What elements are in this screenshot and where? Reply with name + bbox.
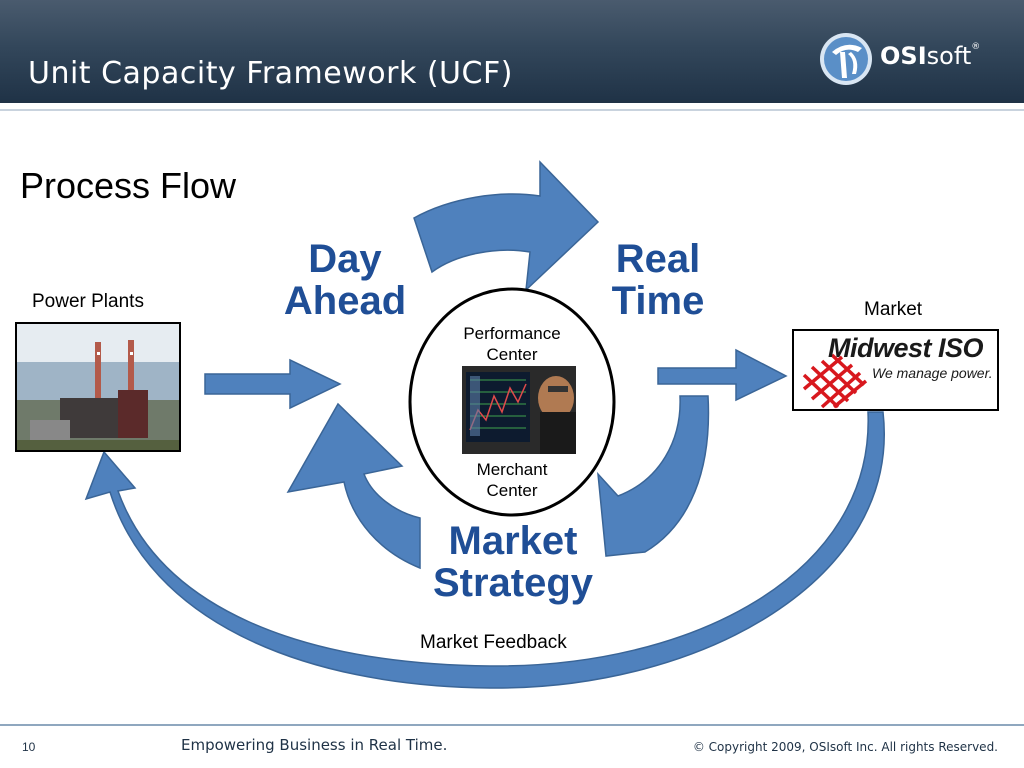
- arrow-market-strategy-to-day-ahead: [286, 402, 421, 570]
- stage-day-ahead-line2: Ahead: [283, 279, 407, 323]
- stage-market-strategy: Market Strategy: [418, 520, 608, 604]
- footer-divider: [0, 724, 1024, 726]
- slide-title: Unit Capacity Framework (UCF): [28, 56, 513, 91]
- header-divider: [0, 103, 1024, 109]
- arrow-day-ahead-to-real-time: [413, 160, 600, 292]
- stage-market-strategy-line1: Market: [448, 519, 578, 563]
- logo-registered-mark: ®: [971, 42, 981, 52]
- stage-day-ahead: Day Ahead: [270, 238, 420, 322]
- logo-light-text: soft: [926, 42, 972, 70]
- arrow-power-plants-to-day-ahead: [204, 358, 342, 410]
- market-feedback-arc: [84, 411, 885, 689]
- power-plants-frame: [15, 322, 181, 452]
- arrow-real-time-to-market-strategy: [597, 395, 710, 557]
- performance-center-line2: Center: [486, 345, 538, 364]
- trader-monitor-photo: [462, 366, 576, 454]
- header-divider-accent: [0, 109, 1024, 111]
- page-number: 10: [22, 740, 36, 754]
- performance-center-line1: Performance: [463, 324, 561, 343]
- merchant-center-label: Merchant Center: [440, 459, 584, 501]
- footer-tagline: Empowering Business in Real Time.: [181, 736, 448, 754]
- subtitle: Process Flow: [20, 165, 237, 206]
- midwest-iso-logo: Midwest ISO We manage power.: [792, 329, 999, 411]
- merchant-center-line1: Merchant: [476, 460, 548, 479]
- footer-copyright: © Copyright 2009, OSIsoft Inc. All right…: [692, 740, 998, 754]
- osisoft-logo: OSIsoft®: [818, 30, 998, 88]
- market-feedback-label: Market Feedback: [420, 632, 567, 653]
- power-plants-label: Power Plants: [32, 291, 144, 312]
- logo-bold-text: OSI: [880, 42, 927, 70]
- midwest-iso-name: Midwest ISO: [828, 333, 984, 363]
- stage-market-strategy-line2: Strategy: [432, 561, 594, 605]
- stage-real-time-line2: Time: [611, 279, 705, 323]
- midwest-iso-slogan: We manage power.: [872, 365, 993, 381]
- performance-center-label: Performance Center: [440, 323, 584, 365]
- market-label: Market: [864, 299, 923, 320]
- stage-real-time-line1: Real: [615, 237, 701, 281]
- stage-real-time: Real Time: [593, 238, 723, 322]
- power-plant-photo: [17, 324, 179, 450]
- merchant-center-line2: Center: [486, 481, 538, 500]
- stage-day-ahead-line1: Day: [308, 237, 382, 281]
- midwest-iso-grid-icon: [802, 353, 868, 409]
- osisoft-logo-icon: [820, 33, 872, 85]
- arrow-real-time-to-market: [657, 348, 788, 402]
- osisoft-wordmark: OSIsoft®: [880, 42, 980, 70]
